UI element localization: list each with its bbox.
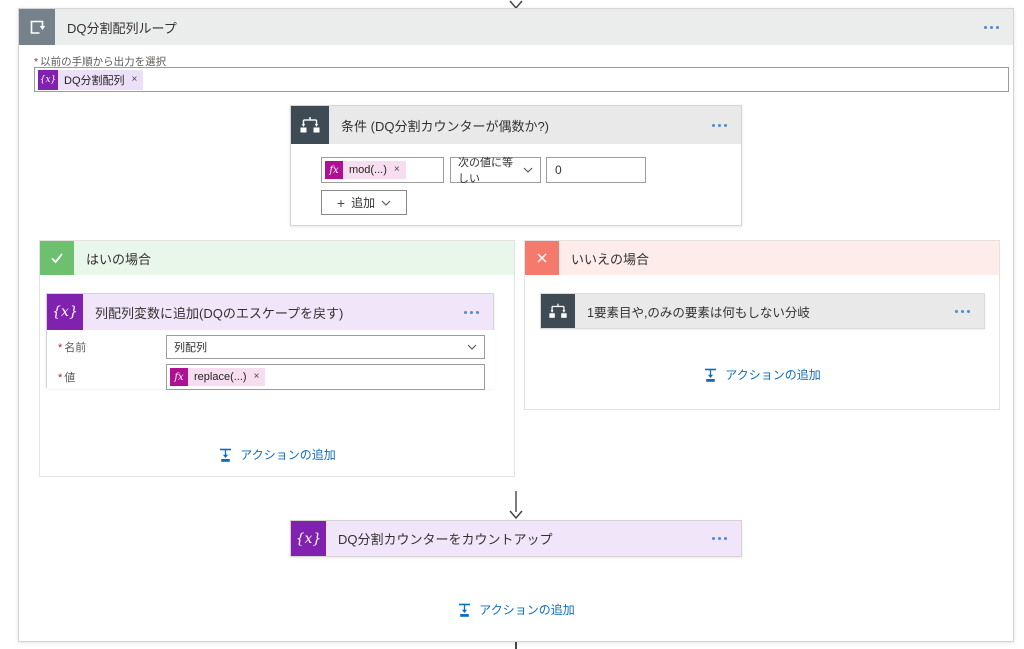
connector-arrow-middle	[508, 491, 524, 520]
increment-counter-title: DQ分割カウンターをカウントアップ	[338, 529, 712, 548]
remove-expression-icon[interactable]: ×	[254, 372, 260, 382]
add-button-label: 追加	[351, 194, 375, 211]
yes-branch-add-action-link[interactable]: アクションの追加	[218, 446, 335, 463]
token-label: DQ分割配列	[64, 72, 125, 88]
if-yes-header: はいの場合	[40, 241, 514, 275]
condition-title: 条件 (DQ分割カウンターが偶数か?)	[341, 116, 712, 135]
append-variable-more-options-button[interactable]	[464, 311, 479, 314]
append-variable-action-card: {x} 列配列変数に追加(DQのエスケープを戻す) *名前 列配列 *値 fx	[46, 293, 494, 388]
loop-title: DQ分割配列ループ	[67, 18, 984, 37]
condition-header[interactable]: 条件 (DQ分割カウンターが偶数か?)	[291, 106, 741, 144]
if-yes-title: はいの場合	[86, 249, 514, 268]
add-action-label: アクションの追加	[725, 366, 820, 383]
nested-condition-card: 1要素目や,のみの要素は何もしない分岐	[540, 293, 985, 329]
loop-icon	[19, 9, 55, 45]
fx-icon: fx	[170, 368, 188, 386]
condition-value: 0	[555, 163, 562, 177]
checkmark-icon	[40, 241, 74, 275]
chevron-down-icon	[467, 344, 484, 350]
append-variable-header[interactable]: {x} 列配列変数に追加(DQのエスケープを戻す)	[47, 294, 493, 330]
plus-icon: +	[337, 195, 345, 211]
condition-icon	[541, 294, 575, 328]
dynamic-content-token[interactable]: {x} DQ分割配列 ×	[38, 70, 143, 90]
expression-label: mod(...)	[349, 164, 387, 176]
variable-value-input[interactable]: fx replace(...) ×	[166, 364, 485, 390]
operator-value: 次の値に等しい	[458, 154, 523, 186]
if-no-header: いいえの場合	[525, 241, 999, 275]
condition-more-options-button[interactable]	[712, 124, 727, 127]
connector-line-bottom	[515, 642, 517, 649]
increment-counter-more-options-button[interactable]	[712, 537, 727, 540]
remove-expression-icon[interactable]: ×	[394, 165, 400, 175]
variable-icon: {x}	[291, 521, 326, 556]
loop-output-input[interactable]: {x} DQ分割配列 ×	[34, 67, 1009, 92]
loop-add-action-link[interactable]: アクションの追加	[457, 601, 574, 618]
condition-operator-dropdown[interactable]: 次の値に等しい	[450, 157, 541, 183]
name-field-label: *名前	[58, 339, 166, 355]
condition-left-operand-input[interactable]: fx mod(...) ×	[321, 157, 444, 183]
nested-condition-more-options-button[interactable]	[955, 310, 970, 313]
loop-more-options-button[interactable]	[984, 26, 999, 29]
nested-condition-header[interactable]: 1要素目や,のみの要素は何もしない分岐	[541, 294, 984, 328]
variable-icon: {x}	[47, 294, 83, 330]
increment-counter-header[interactable]: {x} DQ分割カウンターをカウントアップ	[291, 521, 741, 556]
add-action-icon	[703, 367, 718, 383]
variable-name-dropdown[interactable]: 列配列	[166, 335, 485, 359]
fx-icon: fx	[325, 161, 343, 179]
append-variable-title: 列配列変数に追加(DQのエスケープを戻す)	[95, 303, 464, 322]
variable-name-value: 列配列	[174, 339, 207, 355]
add-action-icon	[218, 447, 233, 463]
chevron-down-icon	[523, 167, 540, 173]
value-field-label: *値	[58, 369, 166, 385]
increment-counter-card: {x} DQ分割カウンターをカウントアップ	[290, 520, 742, 557]
condition-icon	[291, 106, 329, 144]
add-action-label: アクションの追加	[240, 446, 335, 463]
add-action-icon	[457, 602, 472, 618]
condition-add-row-button[interactable]: + 追加	[321, 190, 407, 215]
condition-right-operand-input[interactable]: 0	[546, 157, 646, 183]
chevron-down-icon	[381, 200, 391, 206]
nested-condition-title: 1要素目や,のみの要素は何もしない分岐	[587, 302, 955, 321]
expression-token[interactable]: fx replace(...) ×	[170, 367, 265, 387]
remove-token-icon[interactable]: ×	[132, 75, 138, 85]
expression-token[interactable]: fx mod(...) ×	[325, 160, 406, 180]
loop-header[interactable]: DQ分割配列ループ	[19, 9, 1013, 45]
no-branch-add-action-link[interactable]: アクションの追加	[703, 366, 820, 383]
condition-card: 条件 (DQ分割カウンターが偶数か?) fx mod(...) × 次の値に等し…	[290, 105, 742, 226]
expression-label: replace(...)	[194, 371, 247, 383]
add-action-label: アクションの追加	[479, 601, 574, 618]
variable-icon: {x}	[38, 70, 58, 90]
x-mark-icon	[525, 241, 559, 275]
if-no-title: いいえの場合	[571, 249, 999, 268]
